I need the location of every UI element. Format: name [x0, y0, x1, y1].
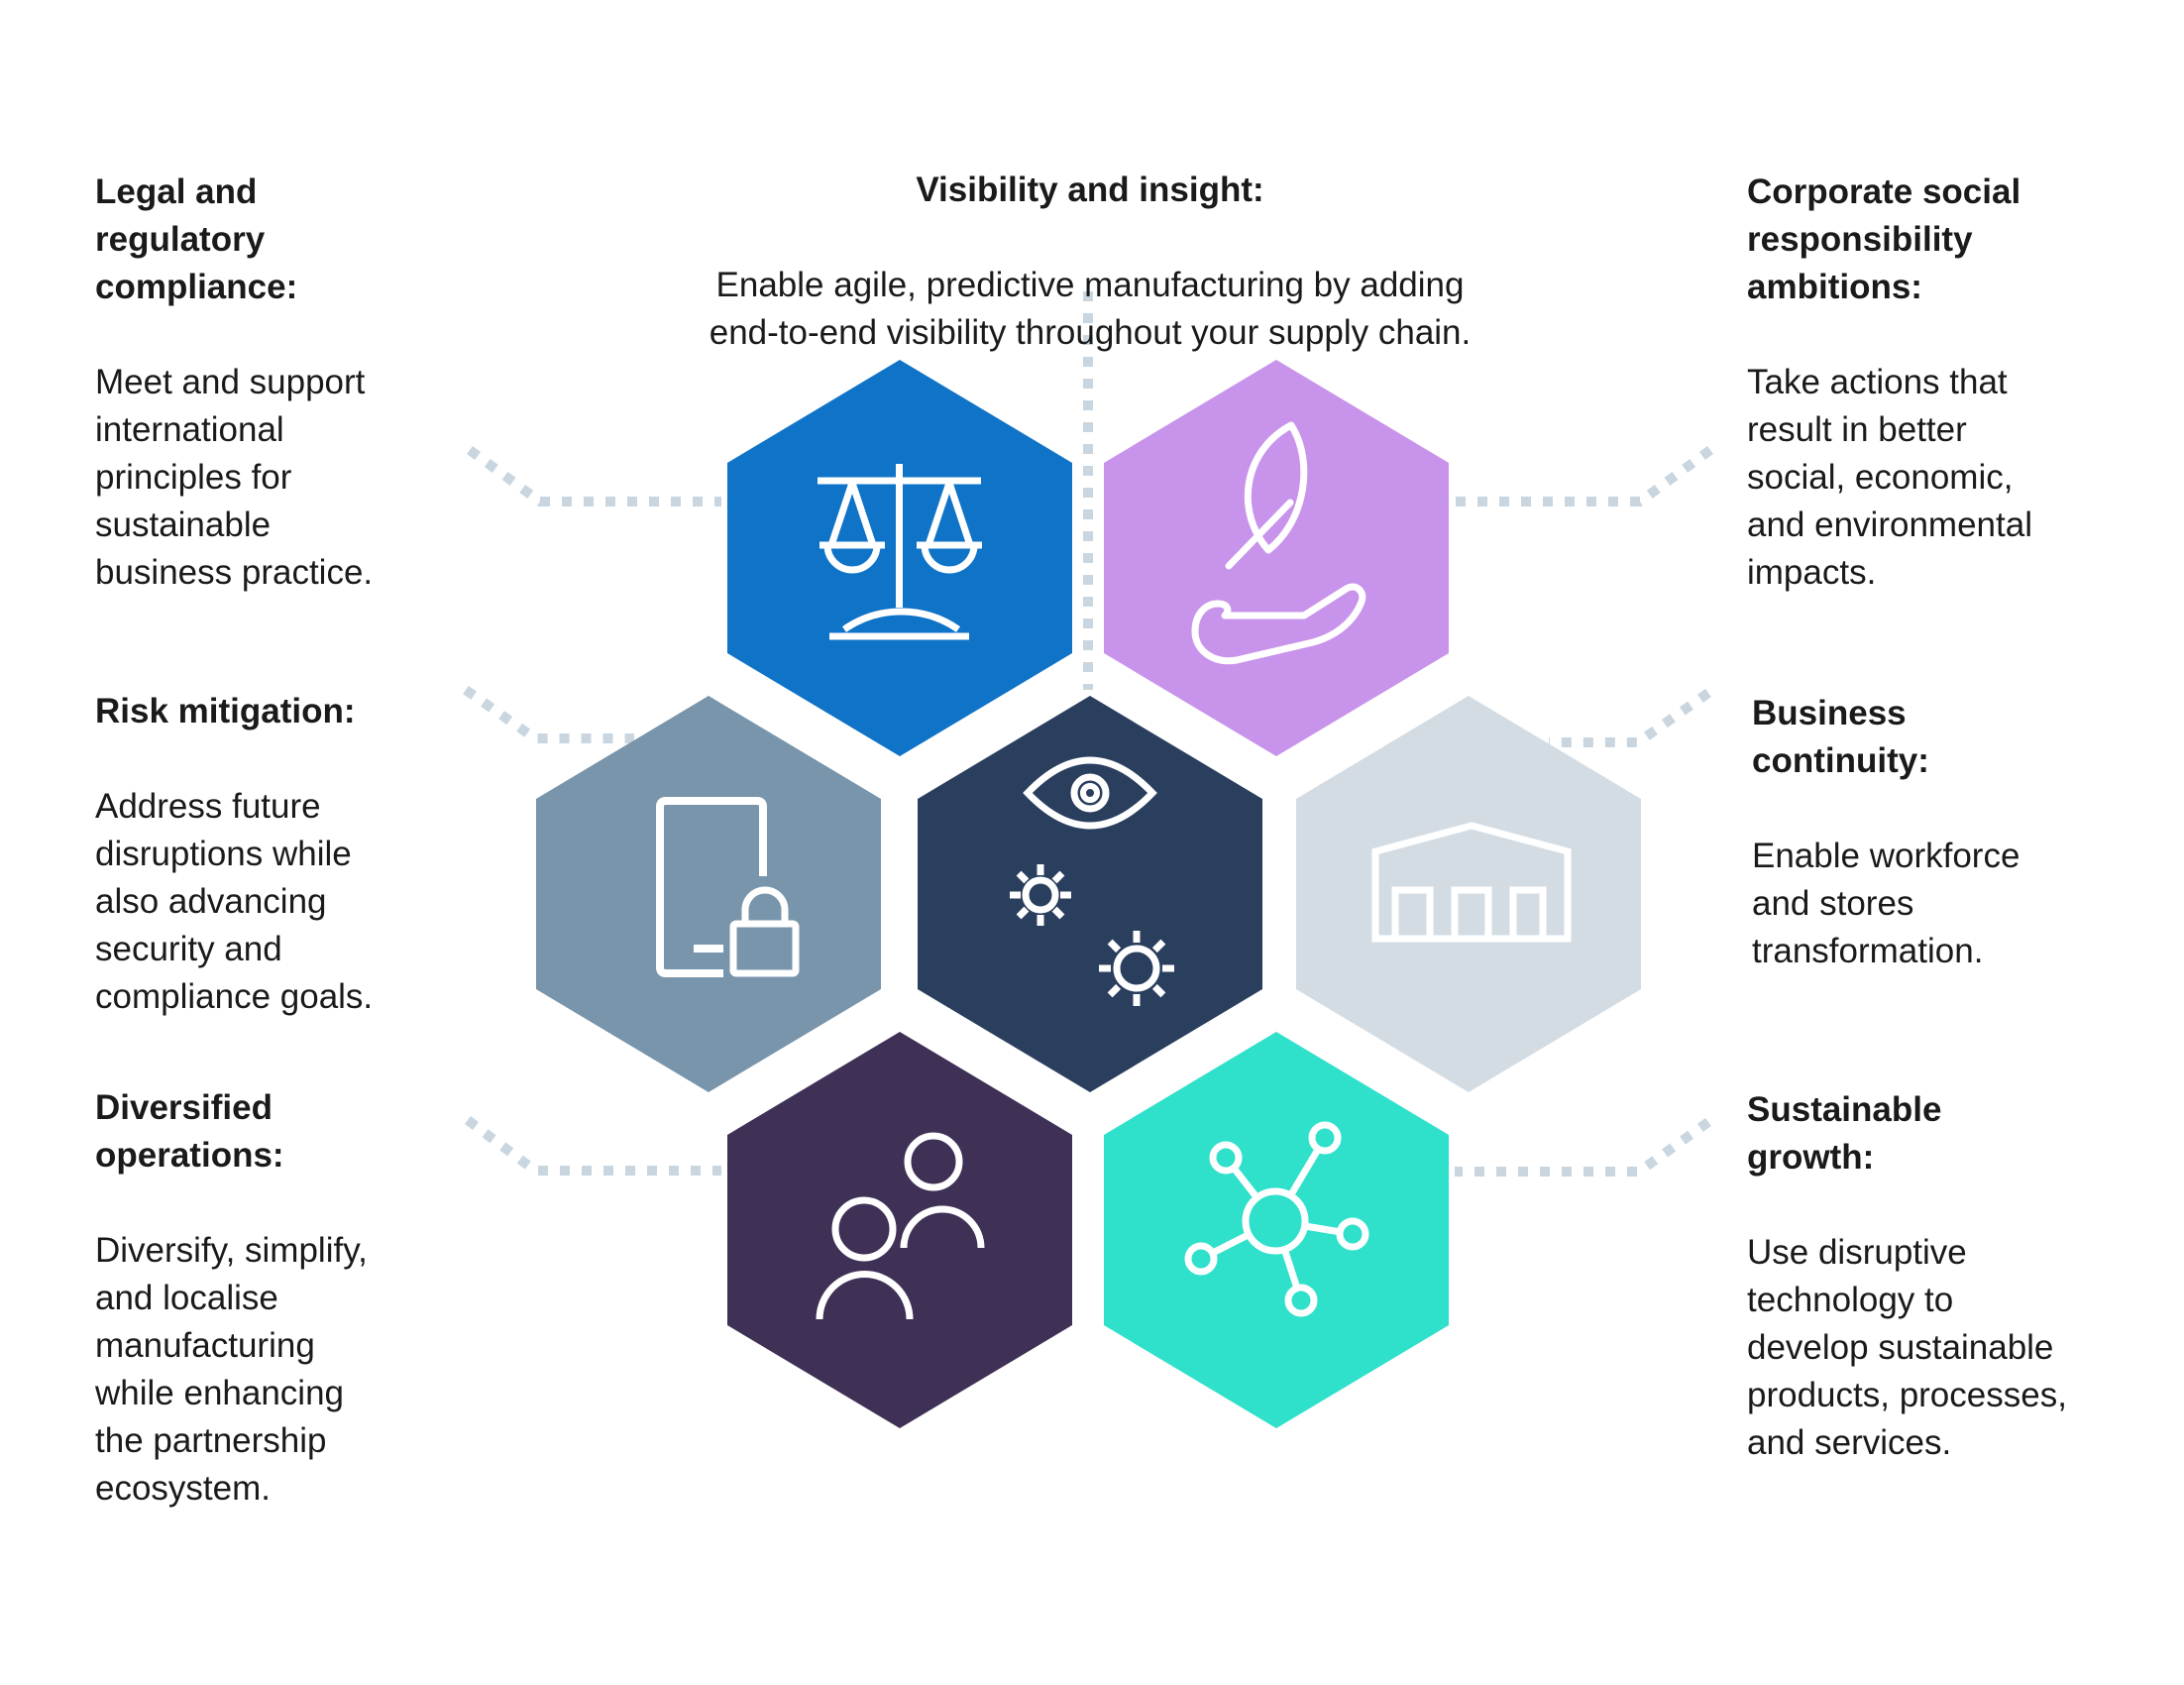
callout-csr-body: Take actions that result in better socia… — [1747, 363, 2032, 592]
callout-legal: Legal and regulatory compliance: Meet an… — [95, 121, 452, 644]
callout-business-body: Enable workforce and stores transformati… — [1752, 837, 2020, 970]
callout-diversified: Diversified operations: Diversify, simpl… — [95, 1037, 452, 1560]
callout-sustainable: Sustainable growth: Use disruptive techn… — [1747, 1039, 2124, 1515]
scales-of-justice-icon — [818, 464, 982, 640]
callout-business: Business continuity: Enable workforce an… — [1752, 642, 2129, 1023]
warehouse-icon — [1371, 822, 1572, 943]
callout-legal-body: Meet and support international principle… — [95, 363, 374, 592]
connector-diversified — [465, 1116, 721, 1176]
callout-risk: Risk mitigation: Address future disrupti… — [95, 640, 452, 1068]
network-nodes — [1184, 1121, 1369, 1317]
eye-and-gears-icon — [1010, 756, 1174, 1006]
connector-legal — [467, 445, 721, 506]
callout-csr-title: Corporate social responsibility ambition… — [1747, 172, 2021, 306]
callout-visibility-body: Enable agile, predictive manufacturing b… — [709, 266, 1472, 352]
callout-risk-body: Address future disruptions while also ad… — [95, 787, 374, 1016]
connector-business — [1549, 688, 1711, 747]
network-hub-icon — [1184, 1121, 1369, 1317]
two-people-icon — [816, 1132, 985, 1320]
connector-csr — [1455, 445, 1713, 506]
callout-risk-title: Risk mitigation: — [95, 692, 356, 730]
callout-legal-title: Legal and regulatory compliance: — [95, 172, 298, 306]
callout-csr: Corporate social responsibility ambition… — [1747, 121, 2124, 644]
callout-visibility-title: Visibility and insight: — [916, 170, 1264, 209]
callout-diversified-body: Diversify, simplify, and localise manufa… — [95, 1231, 368, 1508]
callout-sustainable-title: Sustainable growth: — [1747, 1090, 1942, 1177]
tablet-lock-icon — [656, 797, 800, 977]
hand-holding-leaf-icon — [1191, 421, 1366, 665]
connector-sustainable — [1455, 1117, 1711, 1177]
callout-diversified-title: Diversified operations: — [95, 1088, 284, 1175]
callout-sustainable-body: Use disruptive technology to develop sus… — [1747, 1233, 2067, 1462]
connector-risk — [463, 685, 634, 743]
callout-visibility: Visibility and insight: Enable agile, pr… — [614, 119, 1566, 404]
callout-business-title: Business continuity: — [1752, 694, 1929, 780]
